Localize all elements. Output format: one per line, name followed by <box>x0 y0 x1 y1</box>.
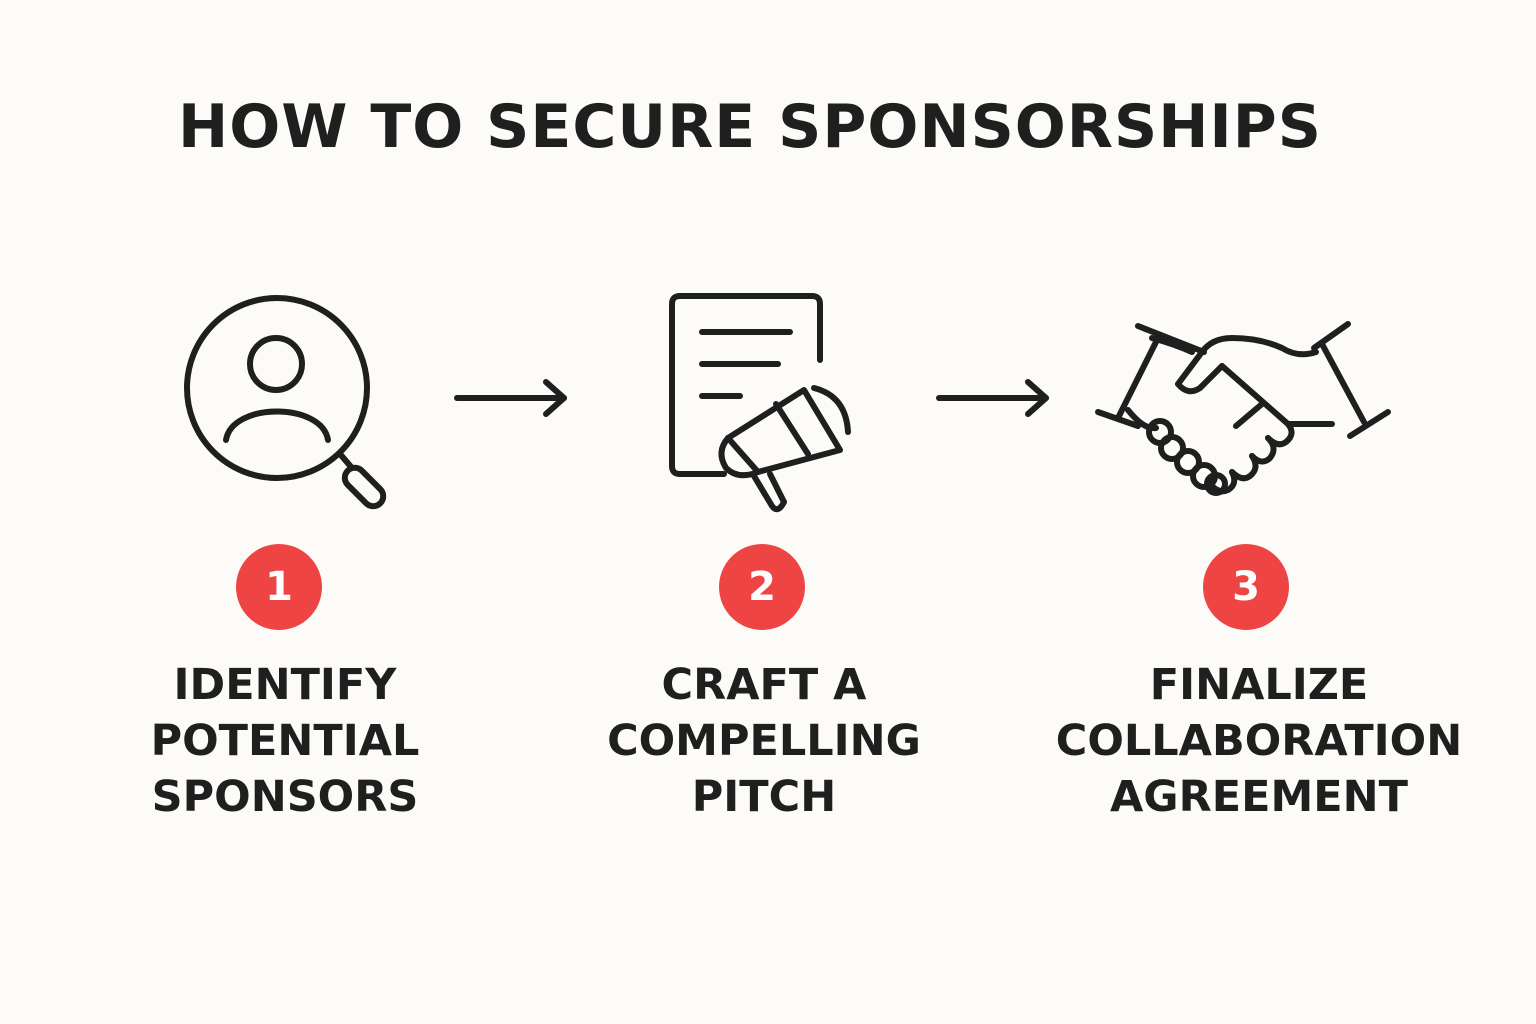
handshake-icon <box>1092 314 1392 504</box>
step-label-line: COMPELLING <box>607 716 921 766</box>
step-label-line: POTENTIAL <box>150 716 420 766</box>
document-megaphone-icon <box>664 292 864 522</box>
step-label: IDENTIFY POTENTIAL SPONSORS <box>75 657 495 825</box>
arrow-right-icon <box>934 376 1054 424</box>
step-label-line: SPONSORS <box>151 772 419 822</box>
arrow-right-icon <box>452 376 572 424</box>
step-label-line: AGREEMENT <box>1110 772 1408 822</box>
step-label-line: PITCH <box>691 772 837 822</box>
page-title: HOW TO SECURE SPONSORSHIPS <box>178 92 1322 162</box>
step-label-line: CRAFT A <box>661 660 867 710</box>
step-label-line: IDENTIFY <box>173 660 397 710</box>
step-label-line: FINALIZE <box>1149 660 1369 710</box>
step-label-line: COLLABORATION <box>1055 716 1463 766</box>
step-label: FINALIZE COLLABORATION AGREEMENT <box>1049 657 1469 825</box>
person-search-icon <box>180 292 400 512</box>
step-label: CRAFT A COMPELLING PITCH <box>554 657 974 825</box>
step-number-badge: 3 <box>1203 544 1289 630</box>
step-number-badge: 1 <box>236 544 322 630</box>
step-number-badge: 2 <box>719 544 805 630</box>
